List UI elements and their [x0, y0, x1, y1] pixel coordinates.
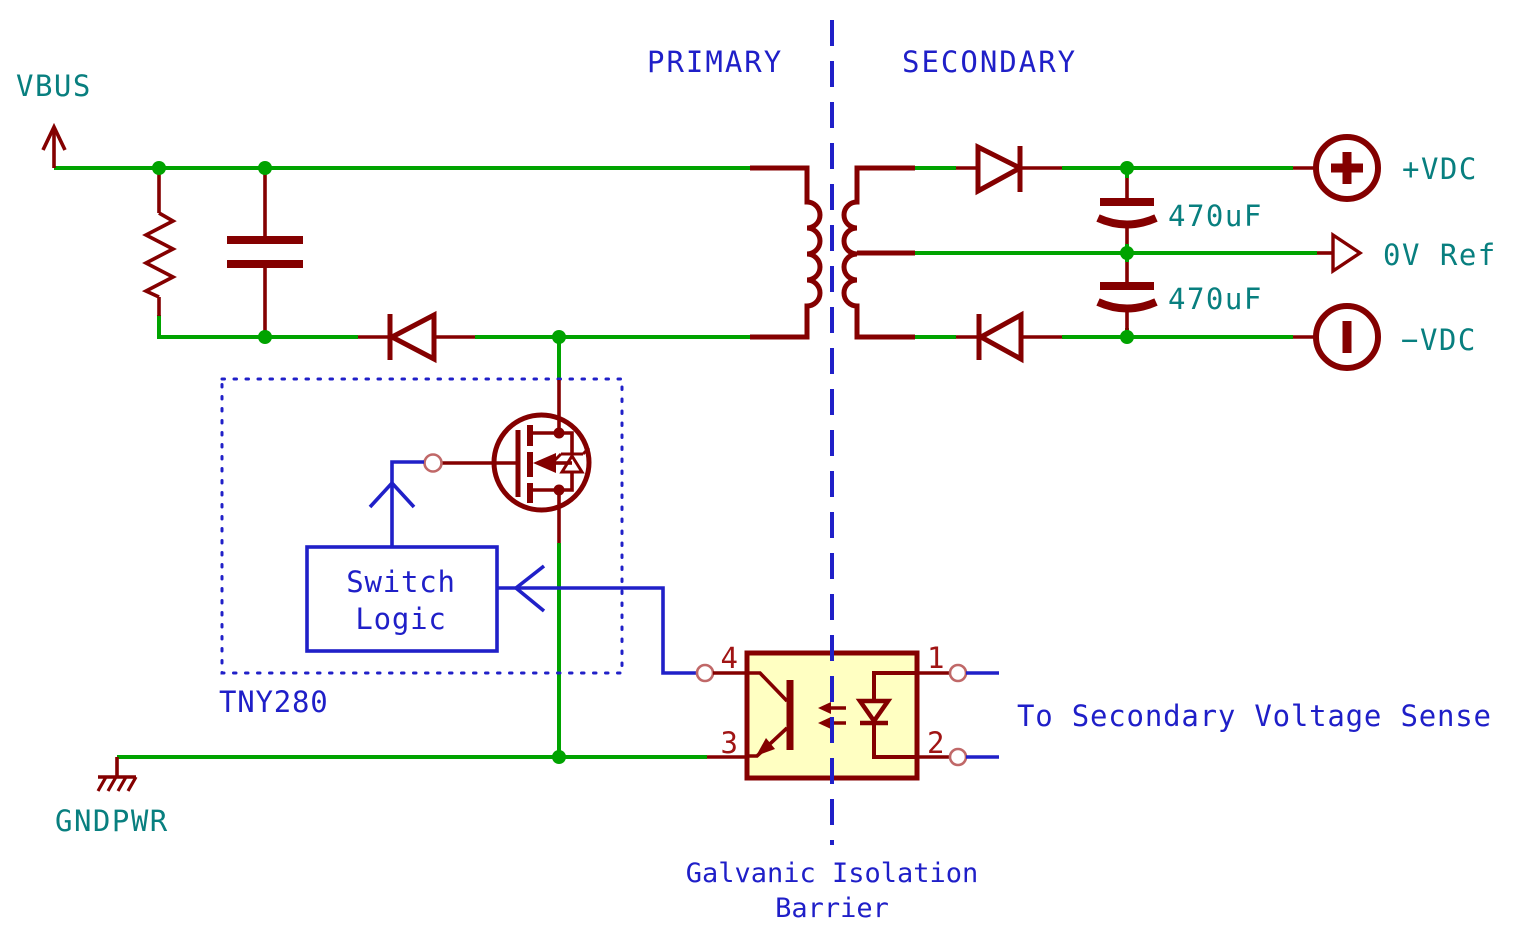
cap-value-top: 470uF: [1168, 199, 1263, 233]
primary-section-label: PRIMARY: [647, 45, 783, 79]
opto-emitter-arrow-icon: [756, 738, 775, 756]
input-resistor: [141, 168, 177, 316]
tny280-label: TNY280: [219, 685, 329, 719]
junction-dot: [1120, 246, 1134, 260]
gnd-hatch-icon: [96, 776, 138, 792]
transformer-primary-winding: [750, 165, 823, 340]
gndpwr-label: GNDPWR: [55, 804, 169, 838]
vdcplus-circle: [1313, 134, 1381, 202]
vdc-plus-label: +VDC: [1402, 152, 1478, 186]
optocoupler: [695, 650, 999, 781]
secondary-diode-bottom: [956, 310, 1062, 364]
gate-drive-wire: [390, 460, 424, 547]
zeroref-arrow-icon: [1331, 231, 1364, 275]
mosfet-bodydiode-cathode: [553, 446, 591, 462]
gnd-symbol: [96, 757, 138, 792]
opto-pin1-number: 1: [927, 641, 944, 675]
opto-pin2-number: 2: [927, 726, 944, 760]
mosfet-drain-dot: [553, 427, 565, 439]
power-mosfet: [423, 380, 592, 543]
input-capacitor: [227, 168, 303, 337]
junction-dots: [152, 161, 1134, 764]
switch-logic-block: [305, 460, 696, 675]
feedback-wire: [497, 586, 696, 675]
cap-value-bottom: 470uF: [1168, 282, 1263, 316]
resistor-zigzag: [141, 211, 177, 299]
secondary-section-label: SECONDARY: [902, 45, 1077, 79]
opto-led-triangle: [855, 698, 893, 725]
switch-logic-label-1: Switch: [346, 565, 456, 599]
vdc-minus-label: −VDC: [1401, 323, 1477, 357]
mosfet-drain-source-links: [530, 431, 574, 492]
ocap1-plate-curved: [1096, 214, 1158, 229]
output-capacitor-top: [1096, 178, 1158, 244]
primary-diode: [358, 310, 475, 364]
opto-pin1-circle: [948, 663, 968, 683]
vbus-arrow-icon: [41, 122, 67, 151]
vbus-label: VBUS: [16, 69, 92, 103]
junction-dot: [552, 330, 566, 344]
vdc-minus-terminal: [1293, 303, 1381, 371]
wire-primary-bottom-left: [157, 315, 358, 339]
up-arrow-icon: [368, 480, 416, 509]
mosfet-bulk-arrow-icon: [533, 453, 556, 473]
sense-annotation: To Secondary Voltage Sense: [1017, 699, 1492, 733]
barrier-annotation-1: Galvanic Isolation: [686, 858, 979, 889]
light-arrow-head1: [818, 702, 831, 714]
vdcminus-circle: [1313, 303, 1381, 371]
opto-pin2-circle: [948, 747, 968, 767]
opto-pin4-number: 4: [721, 641, 738, 675]
secondary-diode-top: [956, 142, 1062, 196]
sdiode-bot-triangle: [975, 310, 1024, 364]
plus-icon: [1331, 152, 1363, 184]
text-labels: PRIMARY SECONDARY VBUS GNDPWR +VDC 0V Re…: [16, 45, 1497, 924]
switch-logic-label-2: Logic: [355, 602, 446, 636]
junction-dot: [1120, 330, 1134, 344]
junction-dot: [258, 330, 272, 344]
mosfet-bodydiode-triangle: [559, 453, 585, 474]
mosfet-gate-open-circle: [423, 453, 443, 473]
switch-logic-box: [305, 545, 499, 653]
opto-emitter: [747, 726, 789, 758]
flyback-transformer: [750, 165, 915, 340]
vbus-flag: [41, 122, 67, 168]
ocap2-plate-curved: [1096, 298, 1158, 313]
junction-dot: [258, 161, 272, 175]
left-arrow-icon: [513, 564, 546, 613]
vdc-plus-terminal: [1293, 134, 1381, 202]
sdiode-top-triangle: [975, 142, 1026, 196]
output-capacitor-bottom: [1096, 262, 1158, 330]
junction-dot: [152, 161, 166, 175]
opto-pin3-number: 3: [721, 726, 738, 760]
barrier-annotation-2: Barrier: [775, 893, 889, 924]
pdiode-triangle: [386, 310, 437, 364]
junction-dot: [552, 750, 566, 764]
junction-dot: [1120, 161, 1134, 175]
light-arrow-head2: [818, 717, 831, 729]
opto-pin4-circle: [695, 663, 715, 683]
opto-collector: [747, 671, 789, 703]
zero-ref-arrow: [1317, 231, 1364, 275]
opto-led-links: [872, 671, 917, 759]
zero-ref-label: 0V Ref: [1383, 238, 1497, 272]
